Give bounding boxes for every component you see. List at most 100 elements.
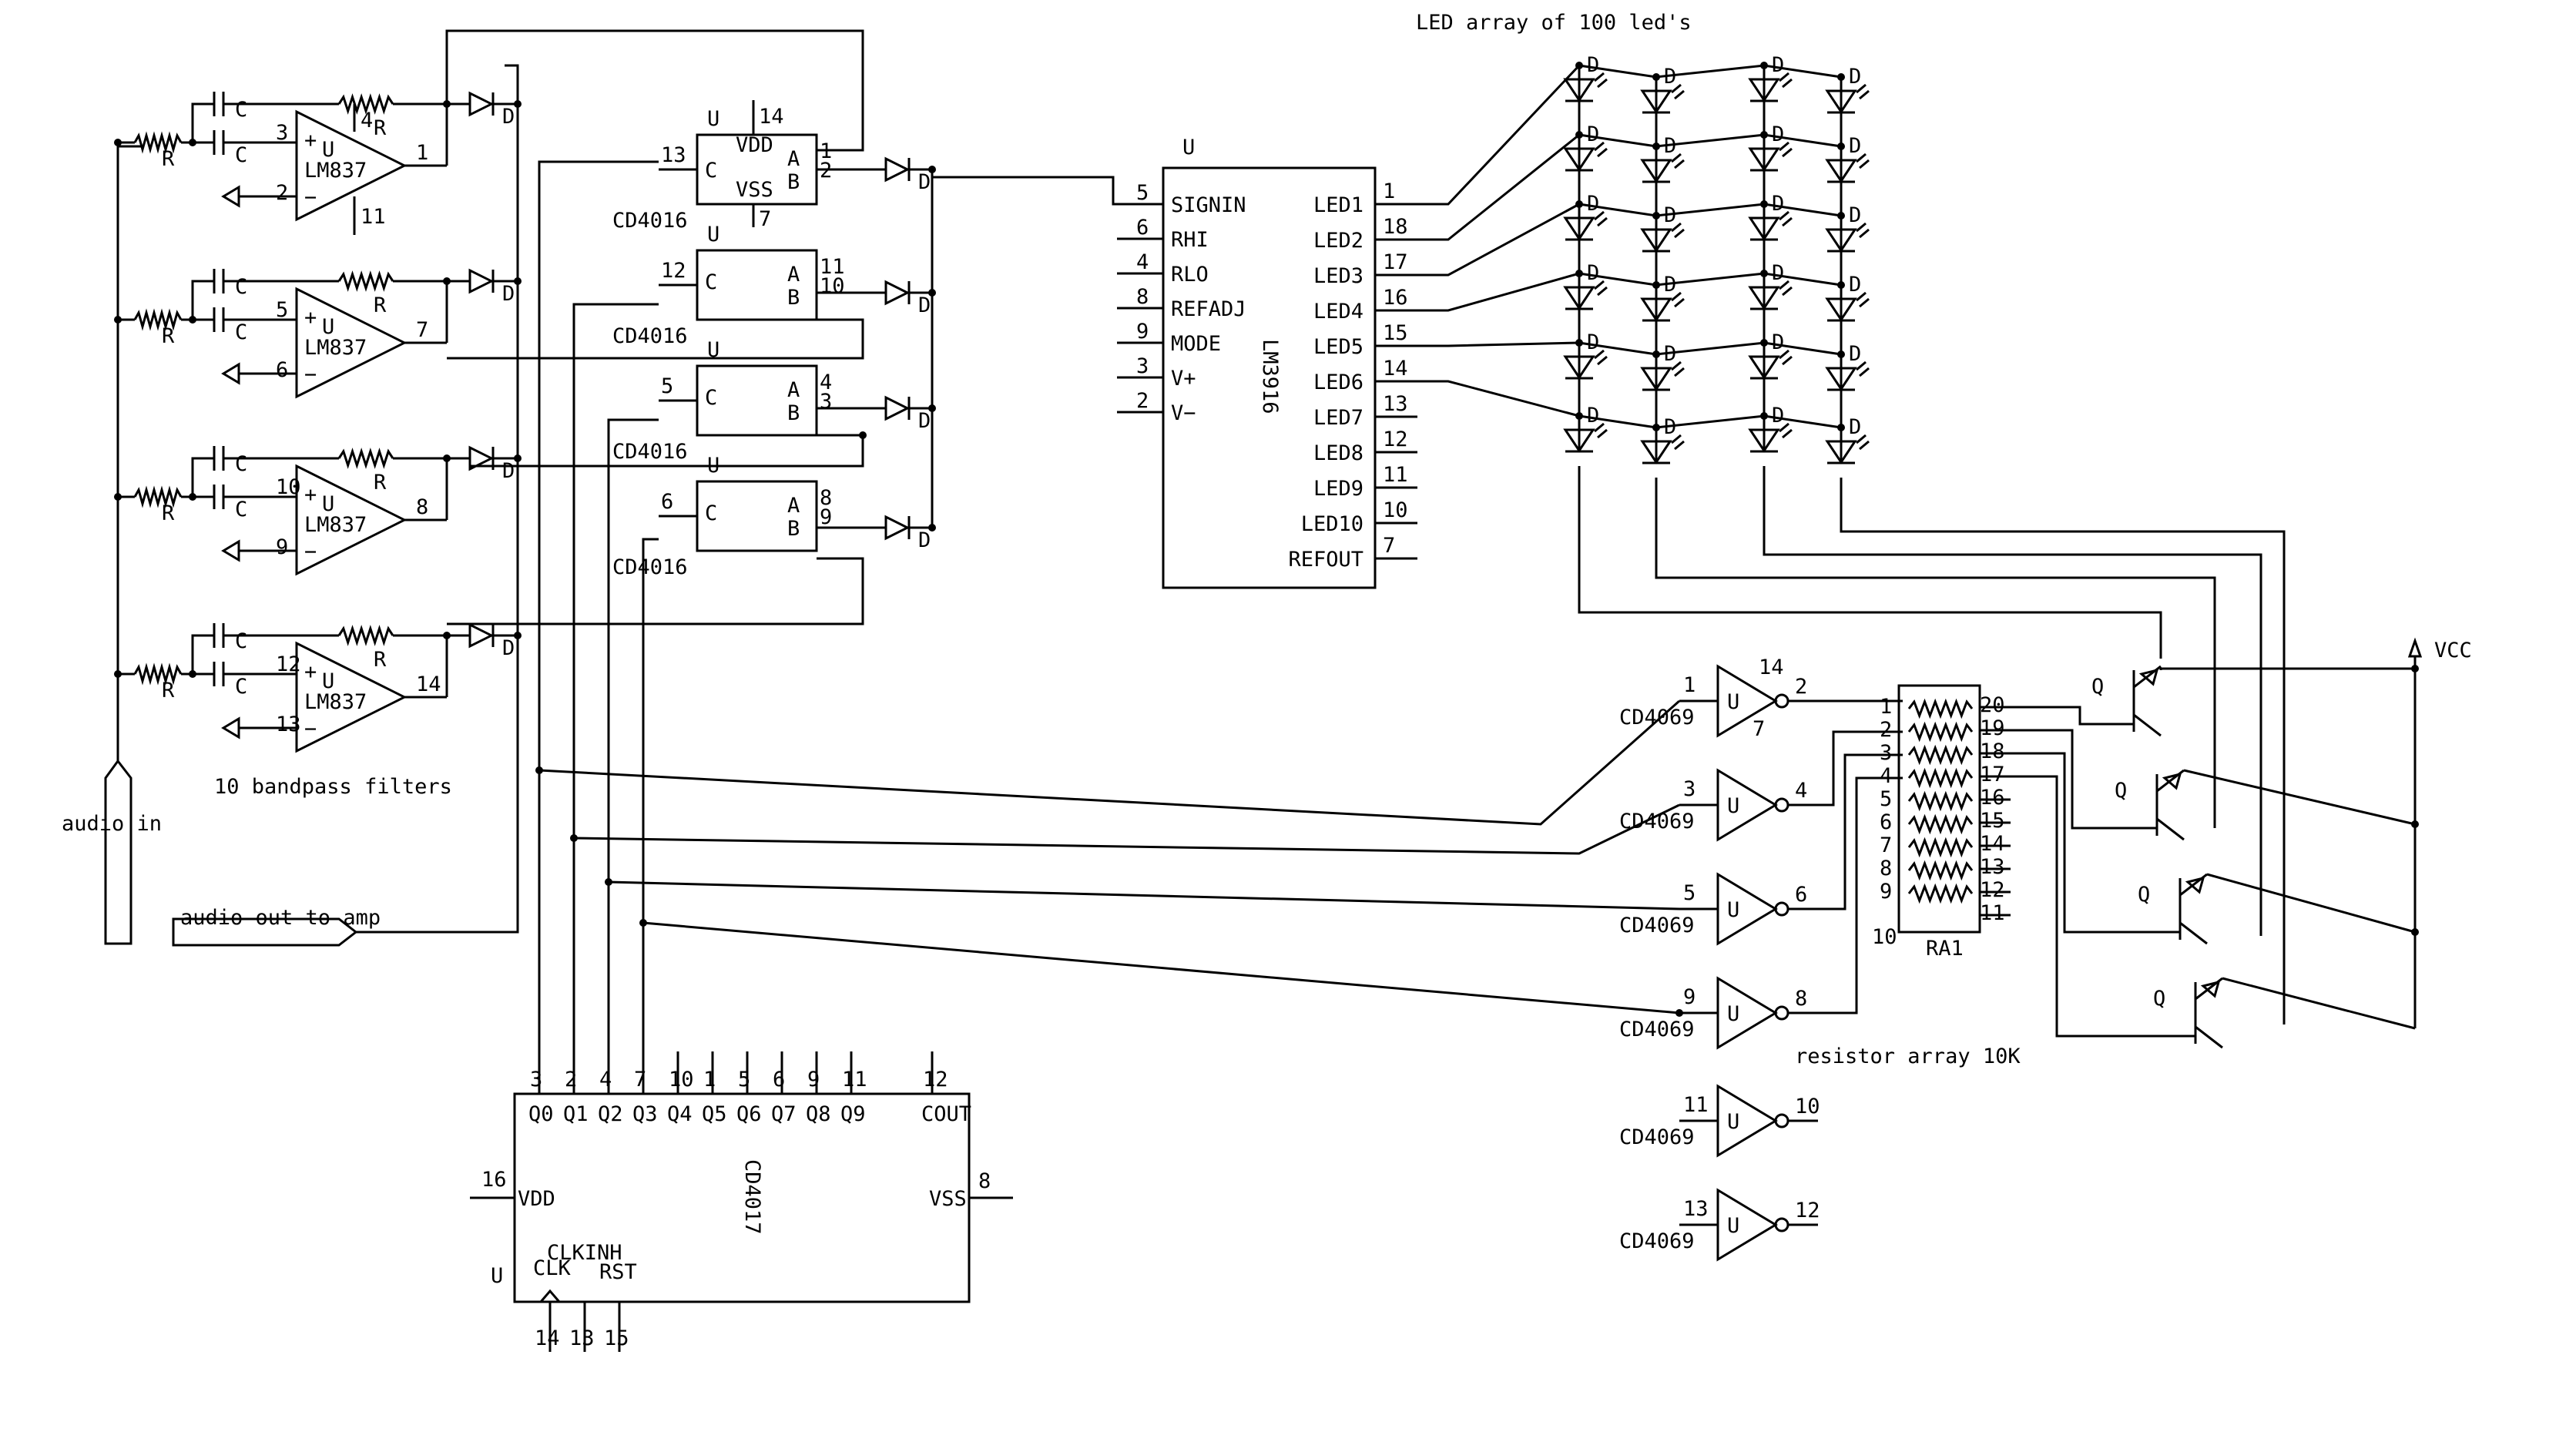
input-capacitor bbox=[213, 307, 225, 332]
switch-vdd-label: VDD bbox=[736, 133, 773, 157]
cd4017-top-pin-num: 6 bbox=[773, 1068, 785, 1092]
transistor-arrow bbox=[2200, 980, 2221, 998]
lm3916-left-pin-num: 3 bbox=[1136, 354, 1149, 378]
junction-dot bbox=[1575, 62, 1583, 69]
led: D bbox=[1640, 273, 1685, 322]
cd4017-top-pin-name: Q3 bbox=[632, 1102, 658, 1126]
led-row-feed bbox=[1417, 203, 1580, 277]
cd4017-top-pin-name: Q6 bbox=[736, 1102, 762, 1126]
lm3916-right-pin-num: 14 bbox=[1383, 357, 1408, 381]
ra-resistor bbox=[1907, 744, 1974, 766]
resistor-array-caption: resistor array 10K bbox=[1795, 1045, 2021, 1068]
led: D bbox=[1563, 192, 1608, 241]
opamp-part-label: LM837 bbox=[304, 513, 367, 537]
vcc-symbol bbox=[2407, 637, 2423, 1028]
transistor-collector bbox=[2156, 817, 2185, 841]
lm3916-right-pin-name: LED4 bbox=[1313, 300, 1363, 324]
diode-triangle bbox=[468, 445, 495, 471]
led-label: D bbox=[1587, 53, 1599, 77]
lm3916-right-pin-num: 18 bbox=[1383, 215, 1408, 239]
switch-pin-c: C bbox=[705, 386, 717, 410]
led-ray bbox=[1782, 216, 1793, 227]
ra-resistor bbox=[1907, 860, 1974, 881]
resistor-label: R bbox=[162, 501, 175, 525]
net-q0-inv1 bbox=[538, 699, 1680, 826]
switch-output-diode bbox=[884, 280, 911, 306]
net-q0-switch1 bbox=[538, 160, 659, 1051]
junction-dot bbox=[1575, 270, 1583, 277]
led-ray bbox=[1859, 297, 1870, 308]
net-q1-vcc bbox=[2159, 667, 2415, 670]
led-label: D bbox=[1772, 404, 1784, 428]
opamp-pin-vplus: 4 bbox=[361, 109, 373, 132]
junction-dot bbox=[1760, 339, 1768, 347]
net-signin bbox=[932, 176, 1163, 206]
opamp-part-label: LM837 bbox=[304, 336, 367, 360]
net-q2-switch3 bbox=[607, 418, 659, 1051]
led: D bbox=[1748, 261, 1793, 310]
junction-dot bbox=[1837, 424, 1845, 431]
opamp-triangle bbox=[295, 109, 408, 222]
inverter-vdd-pin: 14 bbox=[1759, 656, 1784, 679]
inverter-pin-in: 5 bbox=[1683, 881, 1696, 905]
ra-left-pin: 3 bbox=[1880, 741, 1892, 765]
opamp-minus-sign: − bbox=[304, 717, 317, 741]
led: D bbox=[1825, 342, 1870, 391]
resistor-array-extra-pin: 10 bbox=[1872, 925, 1897, 949]
switch-pin-b: B bbox=[787, 517, 800, 541]
switch-pin-c: C bbox=[705, 270, 717, 294]
led-label: D bbox=[1772, 192, 1784, 216]
vcc-label: VCC bbox=[2434, 639, 2472, 662]
resistor-array-body bbox=[1897, 684, 1981, 934]
clock-wedge bbox=[539, 1289, 561, 1303]
junction-dot bbox=[514, 100, 522, 108]
led-ray bbox=[1671, 434, 1682, 444]
led-col4-return bbox=[1840, 478, 2286, 1024]
junction-dot bbox=[1652, 212, 1660, 220]
led-label: D bbox=[1849, 203, 1861, 227]
feedback-capacitor bbox=[213, 269, 225, 293]
cd4017-top-pin-num: 11 bbox=[842, 1068, 867, 1092]
inverter-part-label: CD4069 bbox=[1619, 1018, 1695, 1041]
led-ray bbox=[1597, 78, 1608, 89]
ra-resistor bbox=[1907, 698, 1974, 719]
inverter-designator: U bbox=[1727, 1214, 1739, 1238]
interconnect-wires bbox=[445, 29, 2419, 1051]
opamp-plus-sign: + bbox=[304, 306, 317, 330]
ra-left-pin: 1 bbox=[1880, 695, 1892, 719]
lm3916-right-pin-num: 12 bbox=[1383, 428, 1408, 451]
opamp-pin-out: 7 bbox=[416, 318, 428, 342]
resistor-label: R bbox=[162, 147, 175, 171]
ra-left-pin: 4 bbox=[1880, 764, 1892, 788]
led-ray bbox=[1597, 355, 1608, 366]
junction-dot bbox=[514, 277, 522, 285]
inverter-designator: U bbox=[1727, 690, 1739, 714]
switch-pin-b: B bbox=[787, 286, 800, 310]
led-label: D bbox=[1587, 192, 1599, 216]
net-inv3-ra bbox=[1818, 753, 1903, 910]
opamp-pin-plus: 3 bbox=[276, 121, 288, 145]
cd4017-bottom-pin-num: 15 bbox=[604, 1326, 629, 1350]
cd4017-top-pin-num: 12 bbox=[923, 1068, 948, 1092]
resistor-label: R bbox=[374, 293, 387, 317]
led-ray bbox=[1856, 222, 1867, 233]
led-label: D bbox=[1772, 122, 1784, 146]
audio-out-bus bbox=[356, 64, 519, 934]
led: D bbox=[1825, 273, 1870, 322]
junction-dot bbox=[1837, 73, 1845, 81]
led-ray bbox=[1779, 210, 1789, 221]
wire bbox=[191, 634, 214, 674]
junction-dot bbox=[1575, 131, 1583, 139]
net-opamp3-switch3 bbox=[470, 434, 864, 468]
capacitor-label: C bbox=[235, 143, 247, 167]
cd4017-top-pin-num: 9 bbox=[807, 1068, 820, 1092]
junction-dot bbox=[1837, 350, 1845, 358]
feedback-capacitor bbox=[213, 446, 225, 471]
lm3916-designator: U bbox=[1182, 136, 1195, 159]
lm3916-right-pin-name: LED6 bbox=[1313, 371, 1363, 394]
cd4017-top-pin-num: 1 bbox=[703, 1068, 716, 1092]
switch-pin-ctrl: 6 bbox=[661, 490, 673, 514]
